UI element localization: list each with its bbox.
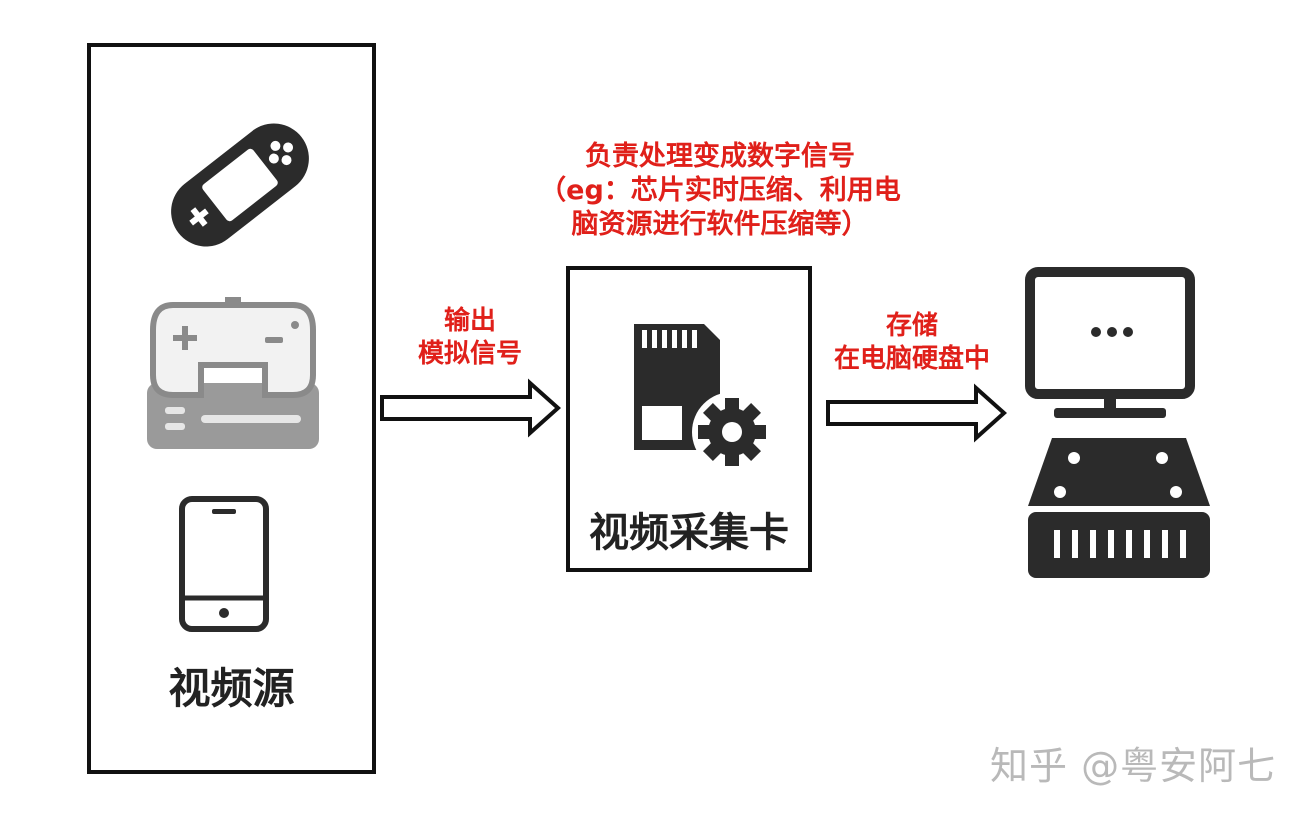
output-line-2: 模拟信号 [417, 338, 522, 369]
watermark: 知乎 @粤安阿七 [990, 744, 1277, 788]
smartphone-icon [179, 496, 269, 632]
handheld-console-icon [171, 123, 309, 247]
computer-icon [1025, 267, 1210, 578]
video-source-label: 视频源 [168, 664, 295, 713]
capture-card-description: 负责处理变成数字信号 （eg：芯片实时压缩、利用电 脑资源进行软件压缩等） [470, 140, 970, 241]
store-line-2: 在电脑硬盘中 [833, 343, 990, 374]
store-annotation: 存储 在电脑硬盘中 [812, 310, 1012, 375]
game-console-icon [147, 297, 319, 449]
description-line-2: （eg：芯片实时压缩、利用电 [539, 174, 901, 206]
store-arrow [826, 383, 1008, 443]
output-annotation: 输出 模拟信号 [380, 305, 560, 370]
description-line-1: 负责处理变成数字信号 [585, 141, 855, 172]
store-line-1: 存储 [885, 311, 938, 341]
capture-card-label: 视频采集卡 [589, 510, 789, 556]
output-arrow [380, 378, 562, 438]
capture-card-panel [566, 266, 812, 572]
description-line-3: 脑资源进行软件压缩等） [571, 208, 869, 240]
sd-card-gear-icon [634, 324, 772, 472]
output-line-1: 输出 [443, 306, 496, 336]
